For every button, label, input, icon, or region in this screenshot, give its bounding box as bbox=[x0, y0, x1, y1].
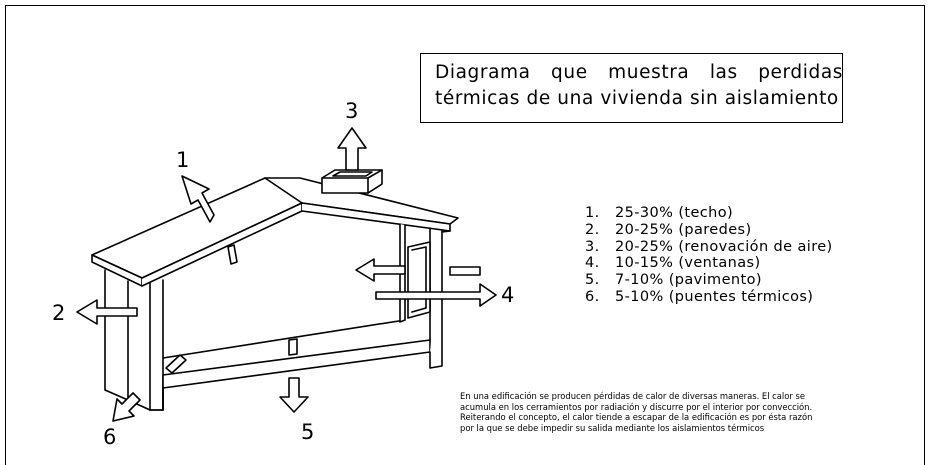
heat-loss-legend: 1. 25-30% (techo) 2. 20-25% (paredes) 3. 20-2… bbox=[585, 205, 833, 306]
legend-item-number: 1. bbox=[585, 205, 600, 221]
arrow-label-4: 4 bbox=[501, 283, 514, 307]
legend-item: 5. 7-10% (pavimento) bbox=[585, 272, 833, 289]
diagram-title-line-2: térmicas de una vivienda sin aislamiento bbox=[435, 88, 839, 109]
legend-item-number: 5. bbox=[585, 272, 600, 289]
legend-item-number: 6. bbox=[585, 288, 600, 305]
diagram-caption: En una edificación se producen pérdidas … bbox=[460, 391, 812, 433]
caption-line: acumula en los cerramientos por radiació… bbox=[460, 401, 813, 412]
left-wall-back bbox=[104, 269, 129, 401]
legend-item-text: 7-10% (pavimento) bbox=[615, 272, 762, 289]
legend-item-number: 3. bbox=[585, 238, 600, 255]
diagram-title-line-1: Diagrama que muestra las perdidas bbox=[435, 62, 844, 83]
arrow-2-walls bbox=[76, 299, 138, 325]
arrow-label-2: 2 bbox=[52, 301, 65, 325]
legend-item: 3. 20-25% (renovación de aire) bbox=[585, 239, 833, 256]
legend-item-text: 25-30% (techo) bbox=[615, 205, 734, 221]
left-wall-section bbox=[149, 279, 164, 411]
arrow-4-window-right bbox=[375, 283, 497, 307]
legend-item: 6. 5-10% (puentes térmicos) bbox=[585, 289, 833, 306]
legend-item-text: 10-15% (ventanas) bbox=[615, 255, 761, 272]
legend-item: 4. 10-15% (ventanas) bbox=[585, 255, 833, 272]
caption-line: En una edificación se producen pérdidas … bbox=[460, 391, 805, 401]
legend-item-text: 20-25% (paredes) bbox=[615, 221, 752, 238]
arrow-label-5: 5 bbox=[301, 420, 314, 444]
legend-item-text: 20-25% (renovación de aire) bbox=[615, 238, 833, 255]
caption-line: Reiterando el concepto, el calor tiende … bbox=[460, 412, 813, 423]
legend-item: 2. 20-25% (paredes) bbox=[585, 222, 833, 239]
legend-item-text: 5-10% (puentes térmicos) bbox=[615, 288, 814, 305]
legend-item: 1. 25-30% (techo) bbox=[585, 205, 833, 222]
arrow-label-3: 3 bbox=[345, 99, 358, 123]
chimney bbox=[321, 169, 383, 194]
legend-item-number: 2. bbox=[585, 221, 600, 238]
arrow-4-window-left bbox=[355, 258, 406, 282]
arrow-label-1: 1 bbox=[176, 148, 189, 172]
caption-line: por la que se debe impedir su salida med… bbox=[460, 422, 765, 433]
legend-item-number: 4. bbox=[585, 255, 600, 272]
arrow-label-6: 6 bbox=[103, 425, 116, 449]
diagram-title-box: Diagrama que muestra las perdidas térmic… bbox=[420, 53, 843, 123]
figure-frame bbox=[5, 5, 925, 465]
arrow-5-floor bbox=[279, 377, 309, 413]
arrow-3-air bbox=[337, 127, 367, 171]
arrow-6-thermal-bridge bbox=[112, 392, 141, 422]
arrow-1-roof bbox=[181, 175, 215, 223]
